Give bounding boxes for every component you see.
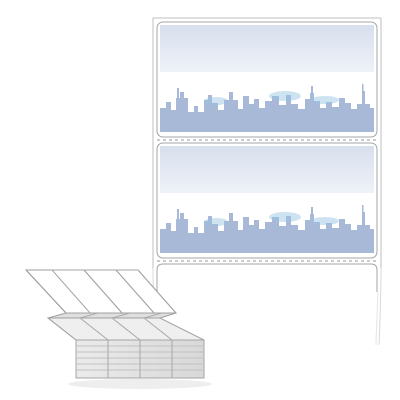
label-middle bbox=[156, 142, 378, 259]
label-partial bbox=[155, 263, 379, 346]
skyline-middle bbox=[160, 205, 374, 253]
liner-strip bbox=[152, 17, 382, 346]
fanfold-label-stack bbox=[24, 269, 212, 389]
label-top bbox=[156, 21, 378, 138]
skyline-top bbox=[160, 84, 374, 132]
